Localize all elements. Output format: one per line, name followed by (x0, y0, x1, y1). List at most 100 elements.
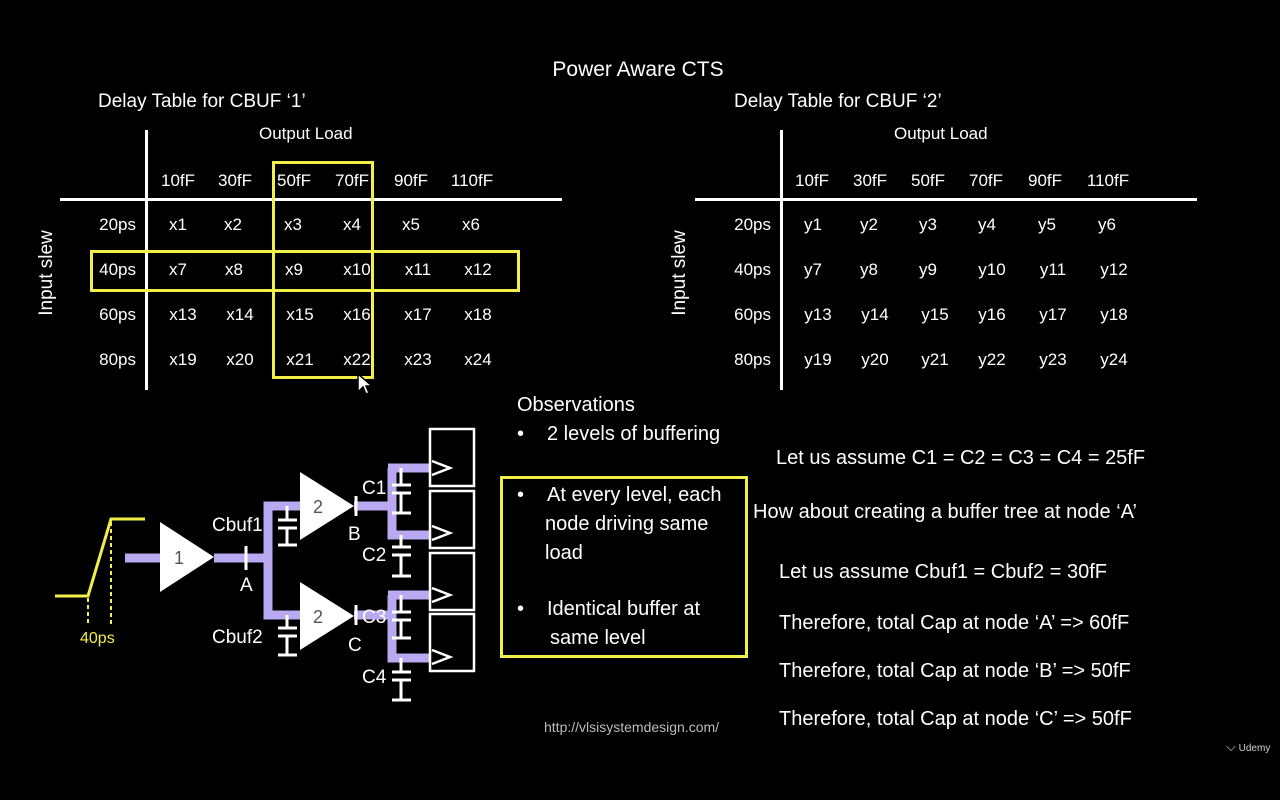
table2-row-label: 60ps (734, 305, 771, 324)
udemy-logo-text: Udemy (1238, 743, 1271, 754)
table1-col-header: 50fF (276, 171, 312, 190)
flip-flop-1 (428, 427, 476, 488)
table1-cell: x11 (404, 260, 432, 279)
flip-flop-sinks (428, 427, 476, 673)
table1-cell: x15 (286, 305, 314, 324)
table2-cell: y10 (978, 260, 1006, 279)
table2-col-header: 110fF (1086, 171, 1130, 190)
table1-col-header: 110fF (450, 171, 494, 190)
c2-capacitor-icon (392, 535, 411, 578)
table2-cell: y20 (861, 350, 889, 369)
table2-row-label: 80ps (734, 350, 771, 369)
table2-cell: y21 (921, 350, 949, 369)
c4-label: C4 (362, 667, 387, 688)
note-assume-cbuf: Let us assume Cbuf1 = Cbuf2 = 30fF (779, 561, 1107, 583)
table2-col-header: 50fF (910, 171, 946, 190)
website-url: http://vlsisystemdesign.com/ (544, 719, 720, 735)
clock-wires (125, 463, 430, 663)
c1-capacitor-icon (392, 468, 411, 515)
buffer-2-lower (300, 582, 354, 650)
c3-capacitor-icon (392, 595, 411, 640)
table2-cell: y1 (804, 215, 822, 234)
bullet-line: same level (550, 627, 646, 649)
table2-cell: y24 (1100, 350, 1128, 369)
table1-row-label: 20ps (99, 215, 136, 234)
table1-cell: x14 (226, 305, 254, 324)
table1-cell: x12 (464, 260, 492, 279)
c4-capacitor-icon (392, 658, 411, 702)
table1-cell: x5 (402, 215, 420, 234)
table2-col-header: 30fF (852, 171, 888, 190)
bullet-icon: • (517, 598, 525, 620)
table1-cell: x9 (285, 260, 303, 279)
udemy-watermark: ⌵ Udemy (1226, 739, 1270, 755)
buffer-2-upper (300, 472, 354, 540)
table1-row-label: 60ps (99, 305, 136, 324)
bullet-text: 2 levels of buffering (547, 423, 721, 445)
table1-cell: x23 (404, 350, 432, 369)
highlight-row-box (90, 250, 520, 292)
highlight-columns-box (272, 161, 374, 379)
table1-cell: x13 (169, 305, 197, 324)
bullet-line: Identical buffer at (547, 598, 701, 620)
node-c-label: C (348, 635, 362, 656)
note-buffer-tree: How about creating a buffer tree at node… (753, 501, 1137, 523)
table1-cell: x10 (343, 260, 371, 279)
table1-cell: x3 (284, 215, 302, 234)
table2-cell: y11 (1039, 260, 1067, 279)
table1-cell: x18 (464, 305, 492, 324)
observation-bullet-3: • Identical buffer at same level (517, 595, 700, 653)
wire-c-branch (387, 595, 430, 663)
clock-pin-icon (431, 524, 454, 542)
table1-cell: x20 (226, 350, 254, 369)
table1-cell: x2 (224, 215, 242, 234)
clock-pin-icon (431, 459, 454, 477)
c1-label: C1 (362, 478, 386, 499)
bullet-line: At every level, each (547, 484, 722, 506)
flip-flop-2 (428, 489, 476, 550)
cbuf1-label: Cbuf1 (212, 515, 263, 536)
table2-cell: y22 (978, 350, 1006, 369)
table2-cell: y12 (1100, 260, 1128, 279)
table2-cell: y14 (861, 305, 889, 324)
table1-cell: x16 (343, 305, 371, 324)
table2-cell: y23 (1039, 350, 1067, 369)
table2-cell: y16 (978, 305, 1006, 324)
wire-b-branch (387, 468, 430, 540)
slew-label: 40ps (80, 630, 115, 647)
observations-box (500, 476, 748, 658)
table1-col-header: 70fF (334, 171, 370, 190)
observations-heading: Observations (517, 394, 635, 416)
c3-label: C3 (362, 607, 386, 628)
buffer-2-upper-label: 2 (313, 497, 323, 517)
node-a-label: A (240, 575, 253, 596)
table2-output-load-label: Output Load (894, 124, 988, 143)
table2-row-label: 40ps (734, 260, 771, 279)
page-title: Power Aware CTS (552, 58, 724, 81)
table1-title: Delay Table for CBUF ‘1’ (98, 91, 306, 112)
observation-bullet-1: •2 levels of buffering (517, 423, 720, 446)
table1-row-divider (145, 130, 148, 390)
cbuf1-capacitor-icon (278, 506, 297, 547)
table2-cell: y15 (921, 305, 949, 324)
table2-cell: y13 (804, 305, 832, 324)
table2-row-divider (780, 130, 783, 390)
table1-row-label: 40ps (99, 260, 136, 279)
table1-col-header: 90fF (393, 171, 429, 190)
bullet-icon: • (517, 484, 525, 506)
flip-flop-4 (428, 612, 476, 673)
table2-cell: y17 (1039, 305, 1067, 324)
table1-cell: x4 (343, 215, 361, 234)
table1-cell: x6 (462, 215, 480, 234)
node-b-label: B (348, 524, 361, 545)
bullet-line: node driving same (545, 513, 709, 535)
note-total-cap-b: Therefore, total Cap at node ‘B’ => 50fF (779, 660, 1131, 682)
clock-pin-icon (431, 586, 454, 604)
table2-cell: y5 (1038, 215, 1056, 234)
table1-cell: x19 (169, 350, 197, 369)
table2-cell: y4 (978, 215, 996, 234)
buffer-1 (160, 522, 214, 592)
note-total-cap-c: Therefore, total Cap at node ‘C’ => 50fF (779, 708, 1132, 730)
note-total-cap-a: Therefore, total Cap at node ‘A’ => 60fF (779, 612, 1130, 634)
